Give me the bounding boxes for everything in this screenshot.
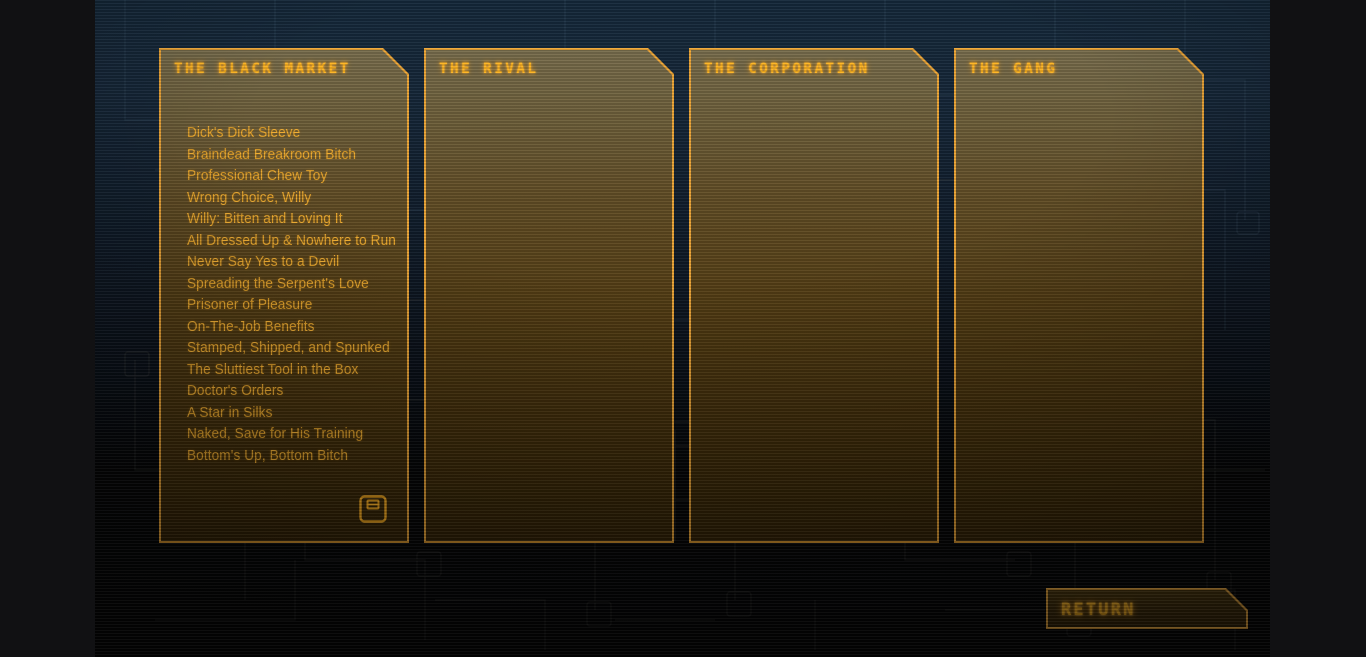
panel-title: THE BLACK MARKET bbox=[174, 61, 351, 77]
panel-the-gang[interactable]: THE GANG bbox=[954, 48, 1204, 543]
achievement-list: Dick's Dick Sleeve Braindead Breakroom B… bbox=[187, 123, 395, 467]
list-item: A Star in Silks bbox=[187, 404, 273, 421]
floppy-disk-icon[interactable] bbox=[358, 495, 388, 523]
list-item: Never Say Yes to a Devil bbox=[187, 254, 340, 270]
list-item: Professional Chew Toy bbox=[187, 168, 328, 184]
panel-body: THE CORPORATION bbox=[691, 50, 937, 541]
list-item: Willy: Bitten and Loving It bbox=[187, 211, 343, 227]
list-item: Prisoner of Pleasure bbox=[187, 297, 313, 313]
return-button-body: RETURN bbox=[1048, 590, 1246, 627]
panel-title: THE CORPORATION bbox=[704, 61, 870, 77]
panel-the-corporation[interactable]: THE CORPORATION bbox=[689, 48, 939, 543]
panel-the-rival[interactable]: THE RIVAL bbox=[424, 48, 674, 543]
panel-title: THE RIVAL bbox=[439, 61, 539, 77]
panel-title: THE GANG bbox=[969, 61, 1058, 77]
list-item: Stamped, Shipped, and Spunked bbox=[187, 340, 390, 356]
letterbox-left bbox=[0, 0, 95, 657]
list-item: Wrong Choice, Willy bbox=[187, 189, 312, 206]
list-item: All Dressed Up & Nowhere to Run bbox=[187, 232, 396, 249]
list-item: Bottom's Up, Bottom Bitch bbox=[187, 447, 349, 464]
list-item: Doctor's Orders bbox=[187, 383, 284, 399]
game-viewport: THE BLACK MARKET Dick's Dick Sleeve Brai… bbox=[95, 0, 1270, 657]
panel-body: THE BLACK MARKET Dick's Dick Sleeve Brai… bbox=[161, 50, 407, 541]
list-item: Dick's Dick Sleeve bbox=[187, 125, 301, 141]
panel-body: THE RIVAL bbox=[426, 50, 672, 541]
list-item: On-The-Job Benefits bbox=[187, 318, 315, 335]
return-button[interactable]: RETURN bbox=[1046, 588, 1248, 629]
list-item: The Sluttiest Tool in the Box bbox=[187, 361, 359, 378]
panel-the-black-market[interactable]: THE BLACK MARKET Dick's Dick Sleeve Brai… bbox=[159, 48, 409, 543]
list-item: Spreading the Serpent's Love bbox=[187, 275, 369, 292]
letterbox-right bbox=[1270, 0, 1366, 657]
return-button-label: RETURN bbox=[1061, 600, 1136, 620]
list-item: Braindead Breakroom Bitch bbox=[187, 146, 357, 163]
list-item: Naked, Save for His Training bbox=[187, 426, 364, 442]
panel-body: THE GANG bbox=[956, 50, 1202, 541]
